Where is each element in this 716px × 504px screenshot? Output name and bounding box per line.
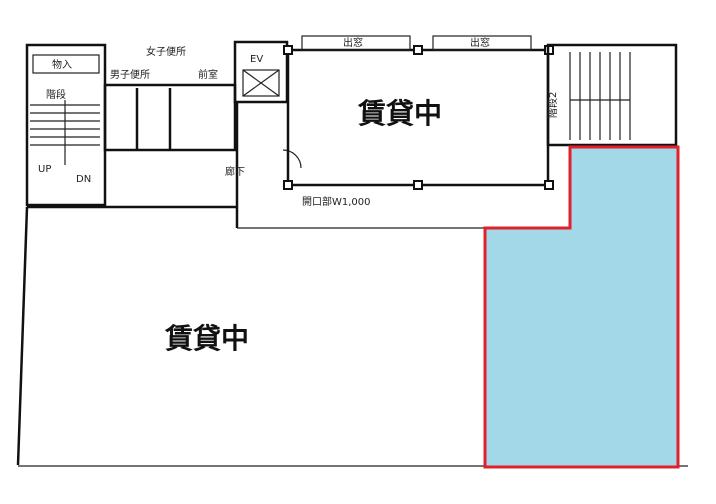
available-space-highlight[interactable]	[483, 145, 680, 469]
down-label: DN	[76, 174, 91, 185]
mens-toilet-label: 男子便所	[110, 68, 150, 81]
corridor-label: 廊下	[225, 165, 245, 178]
toilets: 男子便所 女子便所 前室	[103, 45, 237, 152]
womens-toilet-label: 女子便所	[146, 45, 186, 58]
storage-label: 物入	[52, 58, 72, 71]
door-swing	[282, 149, 302, 169]
stairs-left-label: 階段	[46, 88, 66, 101]
upper-rental-label: 賃貸中	[357, 97, 442, 130]
lower-rental-area: 賃貸中	[16, 205, 688, 467]
upper-rental-room: 出窓 出窓 賃貸中 開口部W1,000	[283, 35, 554, 208]
bay-window-left-label: 出窓	[343, 36, 363, 49]
bay-window-right-label: 出窓	[470, 36, 490, 49]
elevator: EV	[233, 40, 289, 104]
left-stairs: 物入 階段 UP DN	[25, 43, 107, 207]
elevator-label: EV	[250, 54, 263, 65]
opening-label: 開口部W1,000	[302, 195, 371, 208]
corridor: 廊下	[225, 102, 302, 228]
anteroom-label: 前室	[198, 68, 218, 81]
lower-rental-label: 賃貸中	[164, 322, 249, 355]
stairs-right-label: 階段2	[546, 92, 559, 118]
up-label: UP	[38, 164, 51, 175]
right-stairs: 階段2	[546, 43, 678, 147]
